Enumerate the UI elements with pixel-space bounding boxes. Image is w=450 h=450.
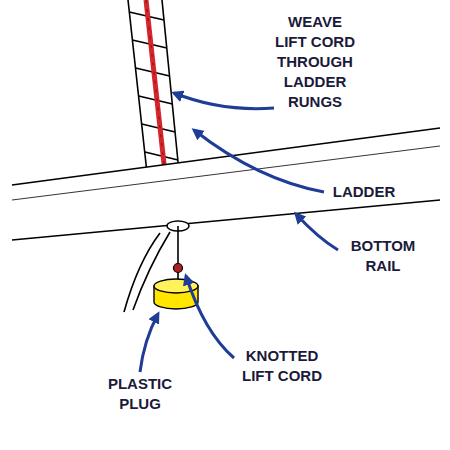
label-box: PLASTIC PLUG bbox=[100, 374, 180, 414]
ladder-string bbox=[128, 0, 148, 182]
rail-edge bbox=[12, 128, 440, 185]
rail-edge bbox=[12, 200, 440, 240]
part-label: LADDER bbox=[326, 182, 402, 202]
leader-arrow bbox=[186, 276, 234, 358]
part-label: BOTTOM RAIL bbox=[342, 236, 424, 276]
leader-arrow bbox=[174, 93, 274, 109]
cord-twist bbox=[146, 0, 166, 182]
label-box: BOTTOM RAIL bbox=[342, 236, 424, 276]
label-box: WEAVE LIFT CORD THROUGH LADDER RUNGS bbox=[272, 12, 358, 112]
leader-arrow bbox=[296, 214, 338, 250]
ladder bbox=[128, 0, 180, 182]
lift-cord bbox=[146, 0, 166, 182]
part-label: KNOTTED LIFT CORD bbox=[236, 346, 328, 386]
rail-body bbox=[12, 128, 440, 240]
leader-arrow bbox=[194, 130, 324, 192]
label-box: KNOTTED LIFT CORD bbox=[236, 346, 328, 386]
leader-arrows bbox=[140, 93, 338, 372]
part-label: PLASTIC PLUG bbox=[100, 374, 180, 414]
label-box: LADDER bbox=[326, 182, 402, 202]
part-label: WEAVE LIFT CORD THROUGH LADDER RUNGS bbox=[272, 12, 358, 112]
cord-knot bbox=[174, 264, 183, 273]
leader-arrow bbox=[140, 314, 158, 372]
